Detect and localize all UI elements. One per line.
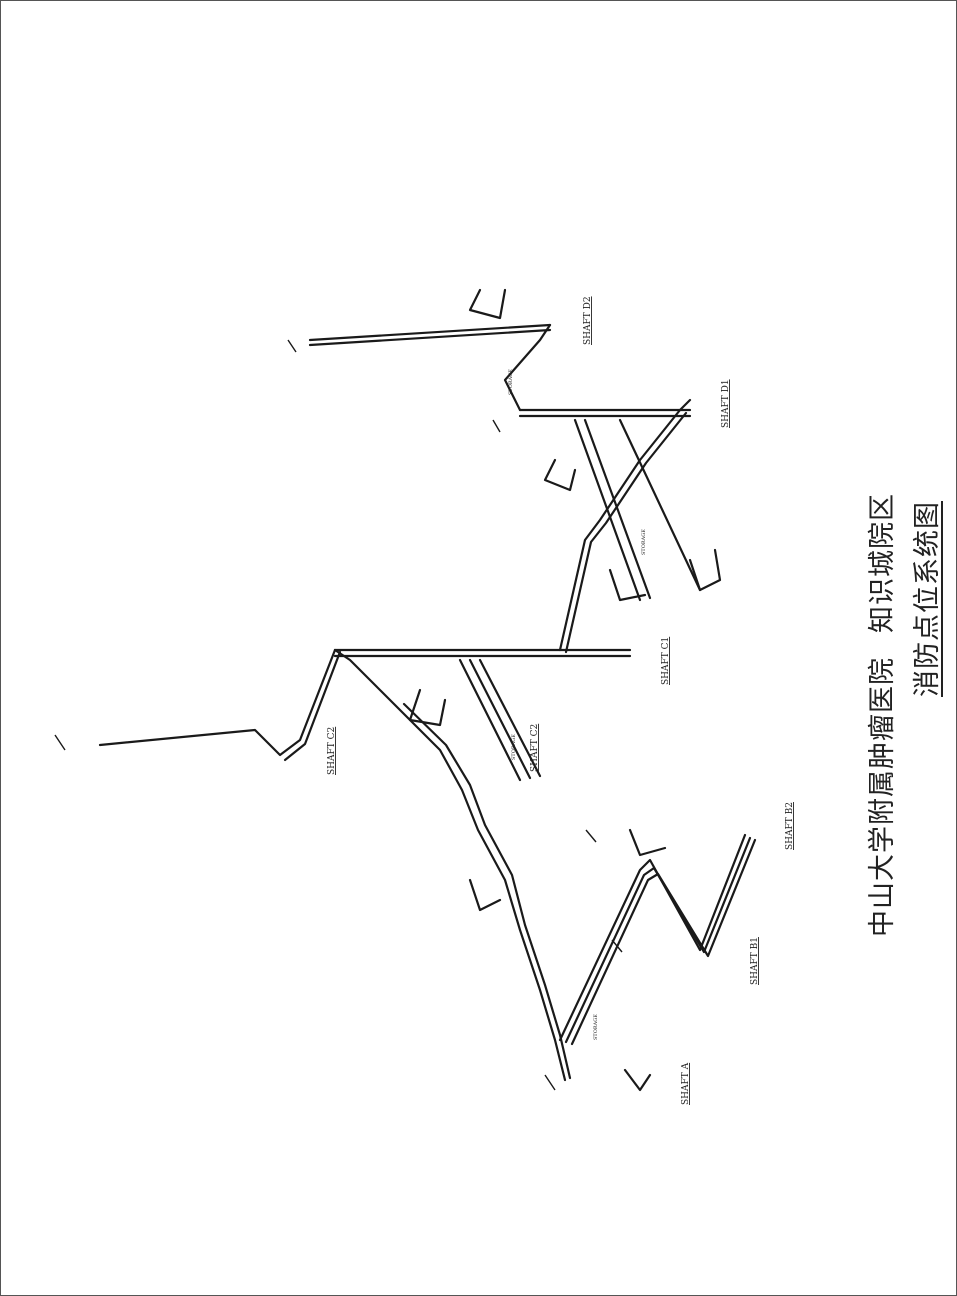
- loop-1: [543, 458, 577, 492]
- storage-note: STORAGE: [641, 529, 647, 555]
- shaft-label-d2: SHAFT D2: [583, 296, 593, 345]
- shaft-labels: SHAFT A SHAFT B1 SHAFT B2 SHAFT C2 SHAFT…: [327, 296, 795, 1105]
- hatch: [611, 939, 623, 953]
- loop-4: [468, 878, 502, 912]
- shaft-label-c1: SHAFT C1: [661, 637, 671, 685]
- loop-7: [468, 288, 507, 320]
- hospital-name: 中山大学附属肿瘤医院: [867, 657, 898, 937]
- shaft-label-b2: SHAFT B2: [785, 802, 795, 850]
- hatch: [287, 339, 297, 353]
- branch-b: [558, 833, 747, 1042]
- shaft-label-c2a: SHAFT C2: [327, 727, 337, 775]
- branch-d1: [573, 418, 702, 602]
- main-pipe-trunk: [333, 648, 567, 1082]
- hatch: [585, 829, 597, 843]
- hatch: [492, 419, 501, 433]
- storage-note: STORAGE: [593, 1014, 599, 1040]
- shaft-label-a: SHAFT A: [681, 1062, 691, 1105]
- storage-note: STORAGE: [508, 369, 514, 395]
- drawing-title: 中山大学附属肿瘤医院 知识城院区 消防点位系统图: [860, 493, 944, 937]
- storage-note: STORAGE: [511, 734, 517, 760]
- shaft-d2-run: [308, 323, 552, 342]
- main-pipe-trunk-2: [402, 702, 572, 1080]
- branch-b-2: [564, 836, 752, 1044]
- hatch: [544, 1074, 556, 1091]
- shaft-label-c2b: SHAFT C2: [530, 724, 540, 772]
- storage-notes: STORAGE STORAGE STORAGE STORAGE: [508, 369, 647, 1040]
- run-to-d-2: [564, 411, 688, 654]
- run-to-d: [558, 398, 692, 652]
- branch-b-3: [570, 838, 757, 1046]
- title-line-1: 中山大学附属肿瘤医院 知识城院区: [860, 493, 899, 937]
- branch-c1: [458, 658, 542, 782]
- title-line-2: 消防点位系统图: [912, 501, 943, 697]
- shaft-d2-run-2: [308, 328, 552, 347]
- hatch: [54, 734, 66, 751]
- campus-name: 知识城院区: [867, 493, 898, 633]
- branch-c2-left: [98, 648, 337, 757]
- loop-5: [623, 1068, 652, 1092]
- loop-8: [628, 828, 667, 857]
- shaft-label-d1: SHAFT D1: [721, 379, 731, 428]
- loop-2: [608, 568, 647, 602]
- shaft-label-b1: SHAFT B1: [750, 937, 760, 985]
- loop-3: [408, 688, 447, 727]
- branch-c2-left-2: [283, 650, 342, 762]
- loop-6: [688, 548, 722, 592]
- run-to-d2: [503, 323, 552, 412]
